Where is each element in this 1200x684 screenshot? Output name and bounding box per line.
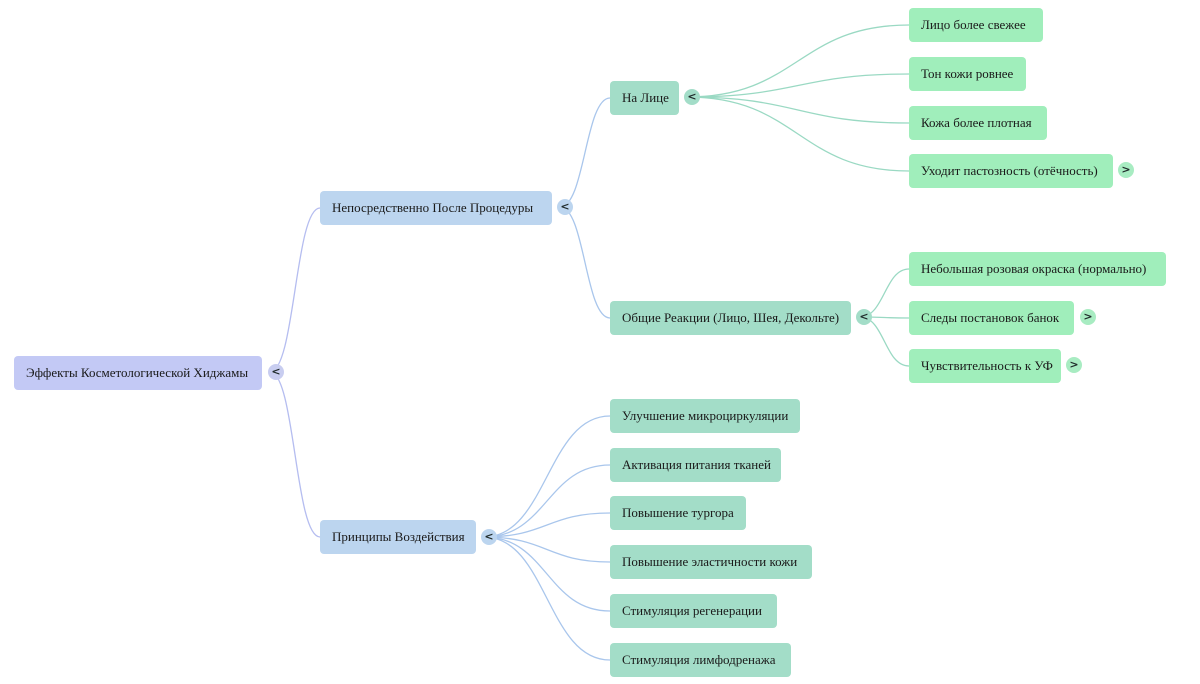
branch-principles[interactable]: Принципы Воздействия <box>320 520 476 554</box>
edge-principles-3 <box>483 536 611 563</box>
leaf-lymphodrainage[interactable]: Стимуляция лимфодренажа <box>610 643 791 677</box>
edge-face-0 <box>686 24 910 98</box>
edge-principles-2 <box>483 512 611 538</box>
expand-toggle-puffiness[interactable]: > <box>1118 162 1134 178</box>
branch-face[interactable]: На Лице <box>610 81 679 115</box>
expand-toggle-uv-sensitivity[interactable]: > <box>1066 357 1082 373</box>
collapse-toggle-immediate[interactable]: < <box>557 199 573 215</box>
edge-face-1 <box>686 73 910 98</box>
edge-root-immediate <box>269 207 321 373</box>
edge-immediate-face <box>559 97 611 208</box>
branch-immediate-effects[interactable]: Непосредственно После Процедуры <box>320 191 552 225</box>
leaf-turgor[interactable]: Повышение тургора <box>610 496 746 530</box>
expand-toggle-cupping-marks[interactable]: > <box>1080 309 1096 325</box>
root-node[interactable]: Эффекты Косметологической Хиджамы <box>14 356 262 390</box>
edge-principles-5 <box>483 536 611 661</box>
edge-immediate-general <box>559 206 611 319</box>
collapse-toggle-principles[interactable]: < <box>481 529 497 545</box>
edge-principles-1 <box>483 464 611 538</box>
leaf-even-tone[interactable]: Тон кожи ровнее <box>909 57 1026 91</box>
leaf-denser-skin[interactable]: Кожа более плотная <box>909 106 1047 140</box>
leaf-tissue-nutrition[interactable]: Активация питания тканей <box>610 448 781 482</box>
leaf-elasticity[interactable]: Повышение эластичности кожи <box>610 545 812 579</box>
edge-face-2 <box>686 96 910 124</box>
edge-root-principles <box>269 371 321 538</box>
collapse-toggle-root[interactable]: < <box>268 364 284 380</box>
leaf-puffiness[interactable]: Уходит пастозность (отёчность) <box>909 154 1113 188</box>
edge-face-3 <box>686 96 910 172</box>
leaf-microcirculation[interactable]: Улучшение микроциркуляции <box>610 399 800 433</box>
collapse-toggle-general[interactable]: < <box>856 309 872 325</box>
collapse-toggle-face[interactable]: < <box>684 89 700 105</box>
leaf-cupping-marks[interactable]: Следы постановок банок <box>909 301 1074 335</box>
leaf-regeneration[interactable]: Стимуляция регенерации <box>610 594 777 628</box>
leaf-uv-sensitivity[interactable]: Чувствительность к УФ <box>909 349 1061 383</box>
leaf-fresher-face[interactable]: Лицо более свежее <box>909 8 1043 42</box>
edge-general-2 <box>859 316 910 367</box>
leaf-pink-coloring[interactable]: Небольшая розовая окраска (нормально) <box>909 252 1166 286</box>
edge-principles-4 <box>483 536 611 612</box>
edge-principles-0 <box>483 415 611 538</box>
branch-general-reactions[interactable]: Общие Реакции (Лицо, Шея, Декольте) <box>610 301 851 335</box>
